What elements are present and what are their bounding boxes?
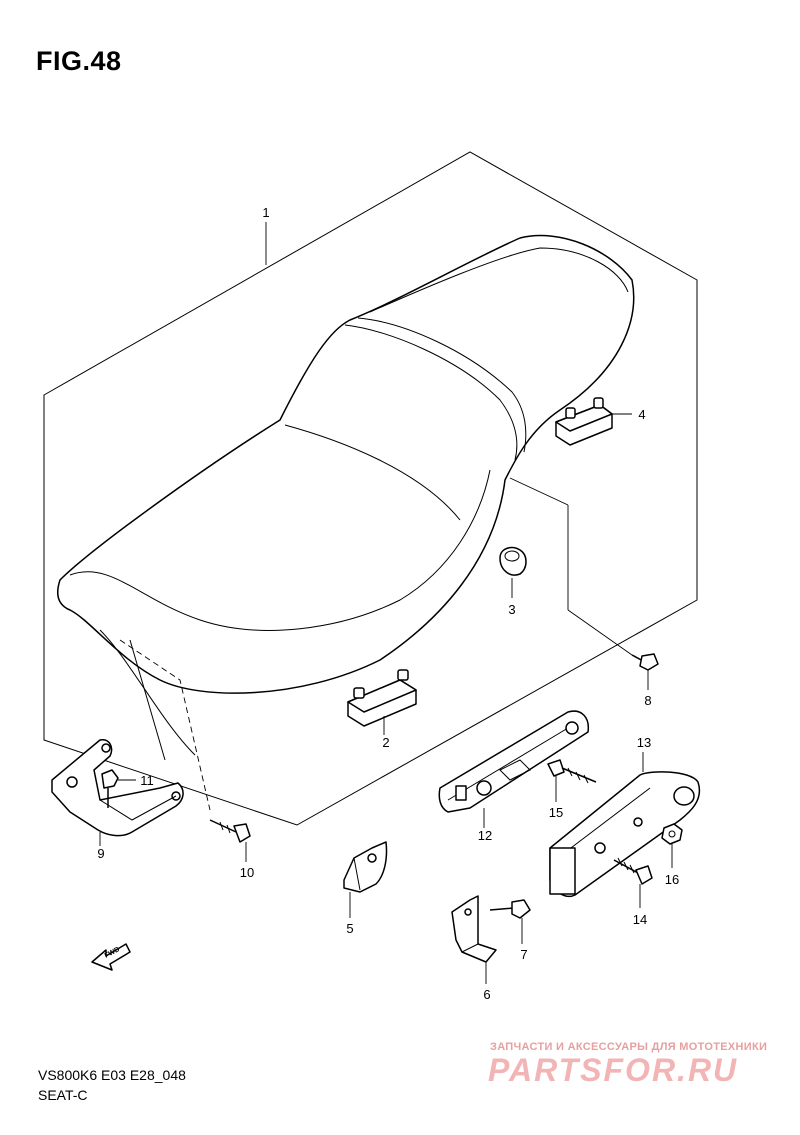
- watermark-logo: PARTSFOR.RU: [488, 1052, 739, 1088]
- figure-title: FIG.48: [36, 46, 122, 76]
- callout-14: 14: [633, 912, 647, 927]
- callout-12: 12: [478, 828, 492, 843]
- cushion-block-4[interactable]: [555, 397, 613, 446]
- leader-8a: [509, 477, 569, 506]
- forward-direction-arrow: FWD: [91, 943, 131, 971]
- callout-8: 8: [644, 693, 651, 708]
- cushion-block-2[interactable]: [347, 669, 417, 727]
- callout-3: 3: [508, 602, 515, 617]
- callout-9: 9: [97, 846, 104, 861]
- bolt-15[interactable]: [547, 759, 597, 784]
- bolt-8[interactable]: [631, 653, 659, 671]
- callout-10: 10: [240, 865, 254, 880]
- watermark-tagline: ЗАПЧАСТИ И АКСЕССУАРЫ ДЛЯ МОТОТЕХНИКИ: [490, 1041, 768, 1053]
- bolt-11[interactable]: [101, 769, 119, 808]
- bolt-14[interactable]: [613, 857, 653, 885]
- bolt-7[interactable]: [489, 899, 531, 919]
- leader-8c: [567, 609, 633, 656]
- bracket-5[interactable]: [343, 841, 388, 893]
- hinge-bracket-9[interactable]: [51, 739, 184, 837]
- callout-7: 7: [520, 947, 527, 962]
- callout-13: 13: [637, 735, 651, 750]
- callout-16: 16: [665, 872, 679, 887]
- seat[interactable]: [57, 234, 635, 811]
- bracket-13[interactable]: [549, 771, 701, 897]
- callout-4: 4: [638, 407, 645, 422]
- figure-code: VS800K6 E03 E28_048: [38, 1067, 186, 1083]
- callout-2: 2: [382, 735, 389, 750]
- callout-6: 6: [483, 987, 490, 1002]
- rubber-cushion-3[interactable]: [499, 546, 527, 576]
- callout-5: 5: [346, 921, 353, 936]
- bracket-12[interactable]: [438, 710, 590, 813]
- callout-15: 15: [549, 805, 563, 820]
- figure-subtitle: SEAT-C: [38, 1087, 88, 1103]
- callout-1: 1: [262, 205, 269, 220]
- bolt-10[interactable]: [209, 819, 251, 843]
- bracket-6[interactable]: [451, 895, 497, 963]
- callout-11: 11: [140, 773, 154, 788]
- assembly-box-outline: [43, 151, 698, 826]
- nut-16[interactable]: [661, 823, 683, 845]
